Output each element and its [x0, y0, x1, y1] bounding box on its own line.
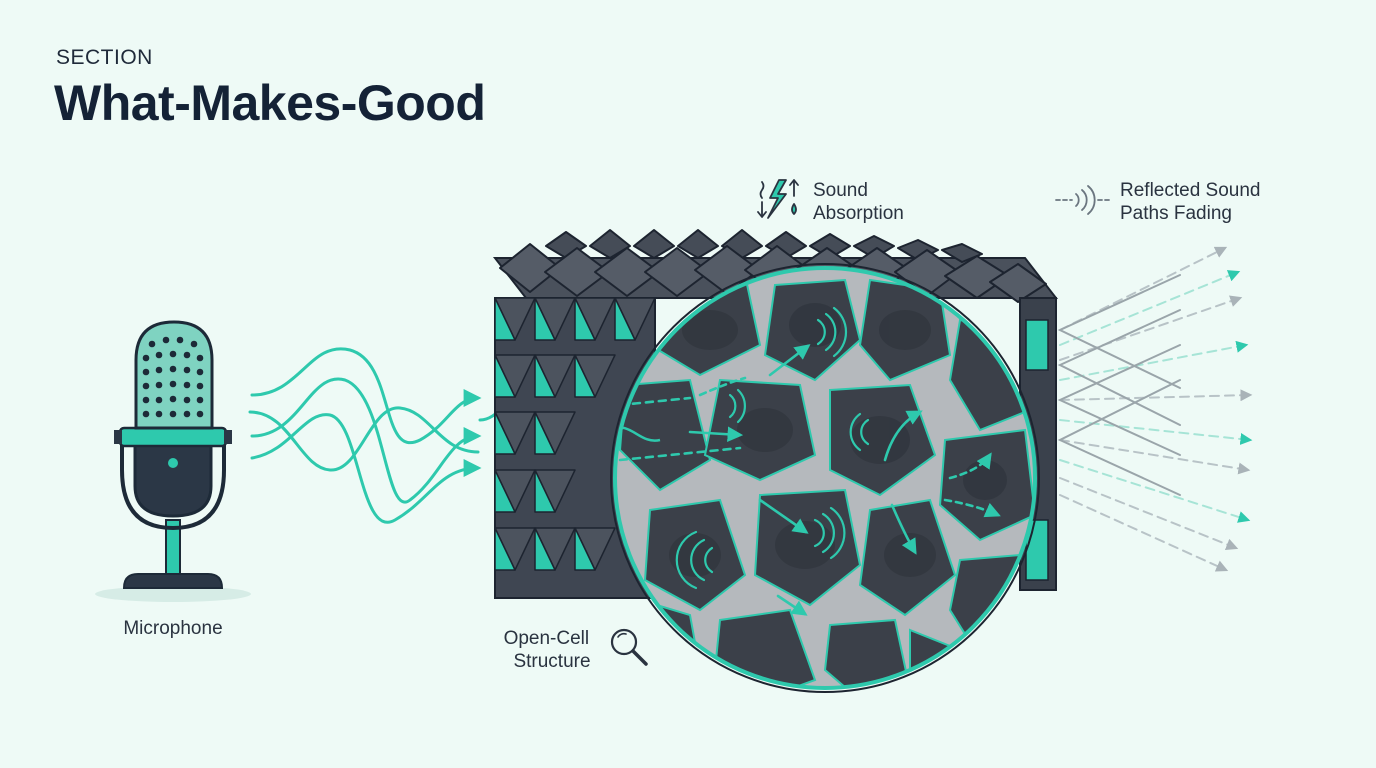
- open-cell-label: Open-Cell Structure: [504, 628, 595, 672]
- section-label: SECTION: [56, 46, 153, 69]
- microphone-label: Microphone: [123, 618, 222, 639]
- open-cell-lens: [610, 263, 1040, 693]
- page-title: What-Makes-Good: [54, 75, 486, 131]
- sound-absorption-label: Sound Absorption: [813, 180, 904, 224]
- sound-wave-icon: [1055, 185, 1111, 215]
- acoustic-foam-panel: [492, 229, 1059, 599]
- microphone-icon: [95, 320, 251, 602]
- magnifier-icon: [610, 628, 648, 666]
- reflected-sound-paths: [1057, 246, 1253, 572]
- energy-absorption-icon: [757, 179, 799, 219]
- reflected-sound-label: Reflected Sound Paths Fading: [1120, 180, 1266, 224]
